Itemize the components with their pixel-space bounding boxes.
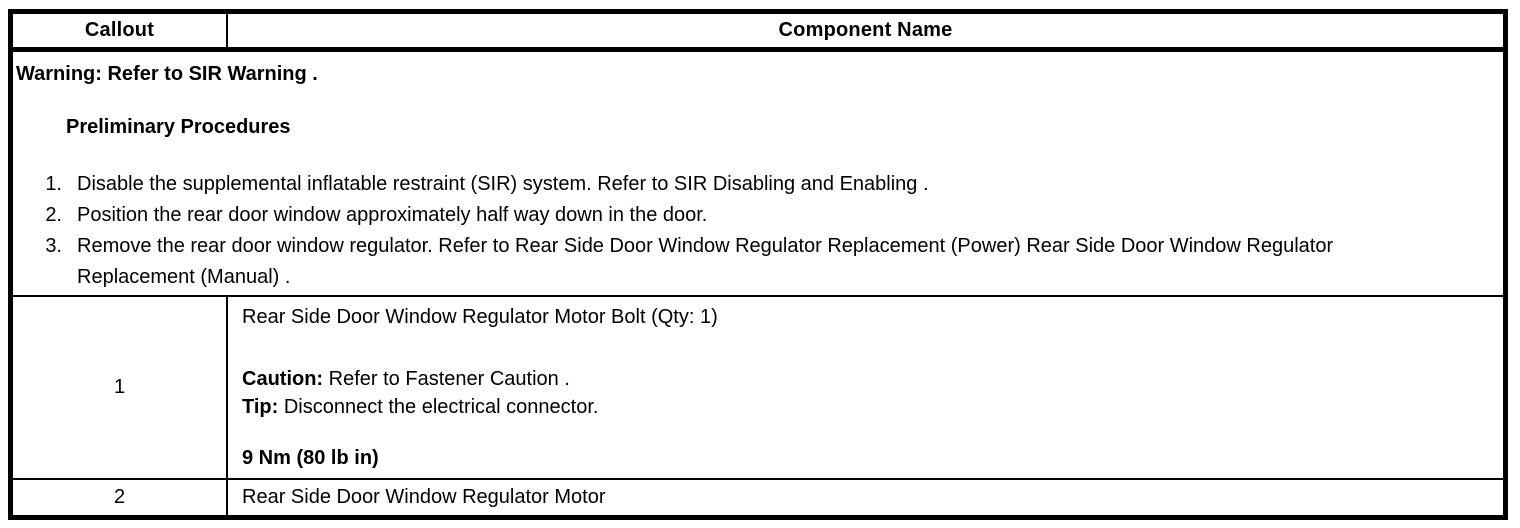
- callout-cell: 2: [13, 480, 228, 515]
- procedure-step-2: 2. Position the rear door window approxi…: [16, 200, 1493, 231]
- step-number: 2.: [45, 204, 62, 226]
- callout-cell: 1: [13, 297, 228, 478]
- table-row-1: 1 Rear Side Door Window Regulator Motor …: [13, 297, 1503, 480]
- tip-text: Disconnect the electrical connector.: [278, 396, 599, 418]
- table-header-row: Callout Component Name: [13, 14, 1503, 52]
- header-cell-callout: Callout: [13, 14, 228, 47]
- step-text: Disable the supplemental inflatable rest…: [77, 173, 929, 195]
- table-row-2: 2 Rear Side Door Window Regulator Motor: [13, 480, 1503, 515]
- caution-text: Refer to Fastener Caution .: [323, 368, 570, 390]
- procedure-steps-list: 1. Disable the supplemental inflatable r…: [16, 169, 1493, 293]
- step-text: Position the rear door window approximat…: [77, 204, 708, 226]
- component-cell: Rear Side Door Window Regulator Motor: [242, 486, 606, 508]
- tip-label: Tip:: [242, 396, 279, 418]
- caution-label: Caution:: [242, 368, 324, 390]
- procedure-step-1: 1. Disable the supplemental inflatable r…: [16, 169, 1493, 200]
- caution-note: Caution: Refer to Fastener Caution .: [242, 365, 1489, 393]
- header-cell-component-name: Component Name: [778, 19, 953, 41]
- preliminary-procedures-heading: Preliminary Procedures: [66, 116, 291, 138]
- procedure-step-3: 3. Remove the rear door window regulator…: [16, 231, 1493, 293]
- warning-note: Warning: Refer to SIR Warning .: [16, 63, 318, 85]
- step-number: 1.: [45, 173, 62, 195]
- step-number: 3.: [45, 235, 62, 257]
- tip-note: Tip: Disconnect the electrical connector…: [242, 393, 1489, 421]
- component-name: Rear Side Door Window Regulator Motor Bo…: [242, 306, 718, 328]
- preamble-row: Warning: Refer to SIR Warning . Prelimin…: [13, 52, 1503, 297]
- step-text: Remove the rear door window regulator. R…: [77, 235, 1334, 288]
- component-cell: Rear Side Door Window Regulator Motor Bo…: [228, 297, 1503, 478]
- torque-spec: 9 Nm (80 lb in): [242, 447, 379, 469]
- component-callout-table: Callout Component Name Warning: Refer to…: [8, 9, 1508, 520]
